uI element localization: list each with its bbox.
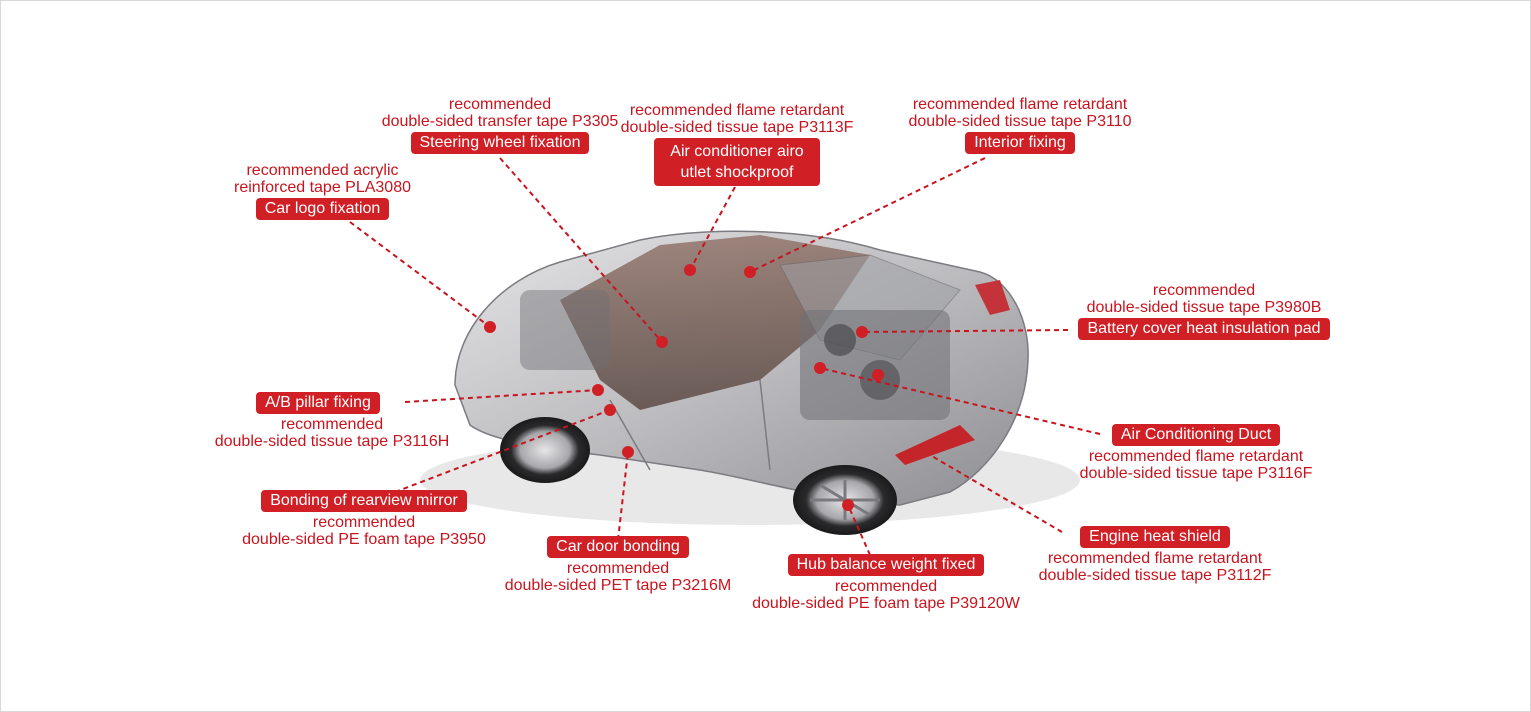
marker-interior [744, 266, 756, 278]
engine-detail [824, 324, 856, 356]
leader-lines [349, 157, 1101, 556]
door-line [609, 379, 771, 471]
callout-duct: Air Conditioning Duct recommended flame … [1066, 422, 1326, 482]
label-steering-wheel-fixation: Steering wheel fixation [410, 132, 590, 154]
tape-text: double-sided tissue tape P3116F [1079, 465, 1313, 482]
marker-duct [814, 362, 826, 374]
tape-text: double-sided tissue tape P3980B [1086, 299, 1322, 316]
tape-text: double-sided transfer tape P3305 [381, 113, 619, 130]
tail-light [895, 425, 975, 465]
tape-text: double-sided tissue tape P3110 [908, 113, 1132, 130]
leader-mirror [394, 409, 611, 493]
label-air-conditioner-outlet: Air conditioner airo utlet shockproof [654, 138, 820, 186]
label-line-2: utlet shockproof [680, 164, 794, 181]
callout-aircon-outlet: recommended flame retardant double-sided… [612, 102, 862, 188]
leader-steering [499, 157, 663, 343]
leader-duct [819, 367, 1101, 435]
marker-hub [842, 499, 854, 511]
leader-door [617, 451, 629, 541]
label-rearview-mirror: Bonding of rearview mirror [261, 490, 467, 512]
leader-interior [749, 157, 986, 273]
label-battery-cover: Battery cover heat insulation pad [1078, 318, 1330, 340]
callout-engine: Engine heat shield recommended flame ret… [1020, 524, 1290, 584]
label-car-door-bonding: Car door bonding [547, 536, 689, 558]
marker-battery [856, 326, 868, 338]
label-hub-balance-weight: Hub balance weight fixed [787, 554, 985, 576]
tape-text: double-sided PE foam tape P3950 [242, 531, 486, 548]
marker-mirror [604, 404, 616, 416]
callout-door: Car door bonding recommended double-side… [478, 534, 758, 594]
leader-hub [847, 504, 871, 556]
rec-text: recommended [1152, 282, 1256, 299]
label-car-logo-fixation: Car logo fixation [255, 198, 390, 220]
marker-steering [656, 336, 668, 348]
callout-logo: recommended acrylic reinforced tape PLA3… [200, 162, 445, 222]
leader-aircon-outlet [689, 186, 736, 271]
leader-logo [349, 221, 491, 328]
label-ab-pillar-fixing: A/B pillar fixing [256, 392, 380, 414]
marker-duct-2 [872, 369, 884, 381]
marker-pillar [592, 384, 604, 396]
front-engine [520, 290, 610, 370]
marker-logo [484, 321, 496, 333]
tape-text: double-sided tissue tape P3113F [620, 119, 854, 136]
rec-text: recommended flame retardant [629, 102, 845, 119]
leader-engine [929, 454, 1063, 533]
callout-interior: recommended flame retardant double-sided… [880, 96, 1160, 156]
rec-text: recommended acrylic [246, 162, 399, 179]
rec-text: recommended [566, 560, 670, 577]
tape-text: double-sided PET tape P3216M [504, 577, 732, 594]
callout-hub: Hub balance weight fixed recommended dou… [738, 552, 1034, 612]
front-wheel [500, 417, 590, 483]
tape-text: double-sided PE foam tape P39120W [752, 595, 1020, 612]
rec-text: recommended [280, 416, 384, 433]
callout-steering: recommended double-sided transfer tape P… [360, 96, 640, 156]
rec-text: recommended [312, 514, 416, 531]
label-line-1: Air conditioner airo [670, 143, 804, 160]
tape-text: double-sided tissue tape P3116H [214, 433, 450, 450]
leader-battery [861, 329, 1069, 333]
label-engine-heat-shield: Engine heat shield [1080, 526, 1230, 548]
rec-text: recommended flame retardant [1047, 550, 1263, 567]
point-markers [484, 264, 884, 511]
rec-text: recommended flame retardant [1088, 448, 1304, 465]
label-interior-fixing: Interior fixing [965, 132, 1075, 154]
callout-battery: recommended double-sided tissue tape P39… [1066, 282, 1342, 342]
tail-light-top [975, 280, 1010, 315]
label-air-conditioning-duct: Air Conditioning Duct [1111, 424, 1281, 446]
rec-text: recommended [834, 578, 938, 595]
rec-text: recommended flame retardant [912, 96, 1128, 113]
tape-text: reinforced tape PLA3080 [233, 179, 411, 196]
callout-mirror: Bonding of rearview mirror recommended d… [226, 488, 502, 548]
rec-text: recommended [448, 96, 552, 113]
callout-pillar: A/B pillar fixing recommended double-sid… [200, 390, 464, 450]
tape-text: double-sided tissue tape P3112F [1038, 567, 1272, 584]
marker-door [622, 446, 634, 458]
marker-aircon-outlet [684, 264, 696, 276]
